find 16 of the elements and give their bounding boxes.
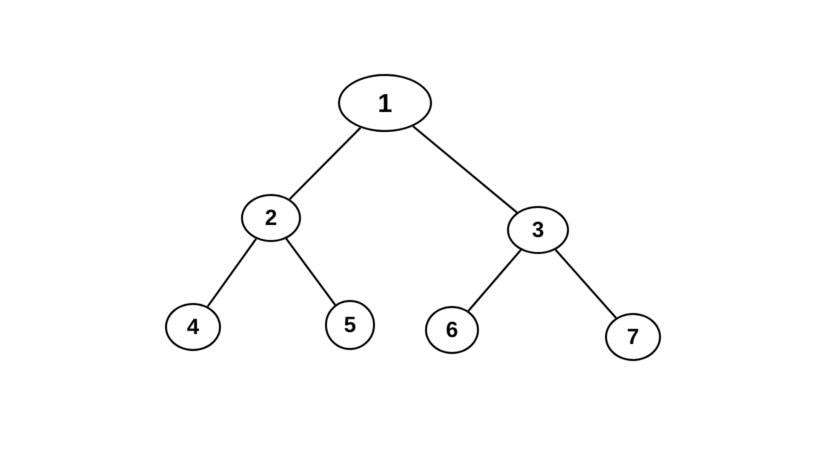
connector-line — [554, 249, 617, 319]
tree-node-ellipse — [425, 306, 479, 354]
node-label: 2 — [264, 207, 278, 229]
node-label: 1 — [378, 90, 392, 116]
node-label: 4 — [186, 316, 200, 338]
connector-line — [285, 238, 336, 306]
node-label: 6 — [446, 319, 458, 341]
node-label: 5 — [344, 314, 356, 336]
connector-line — [468, 249, 522, 312]
node-label: 3 — [532, 219, 544, 241]
connector-line — [206, 238, 257, 308]
tree-node-ellipse — [325, 300, 375, 350]
connector-line — [288, 127, 362, 200]
connector-line — [412, 126, 518, 214]
node-label: 7 — [626, 326, 640, 348]
tree-node-ellipse — [507, 206, 569, 254]
